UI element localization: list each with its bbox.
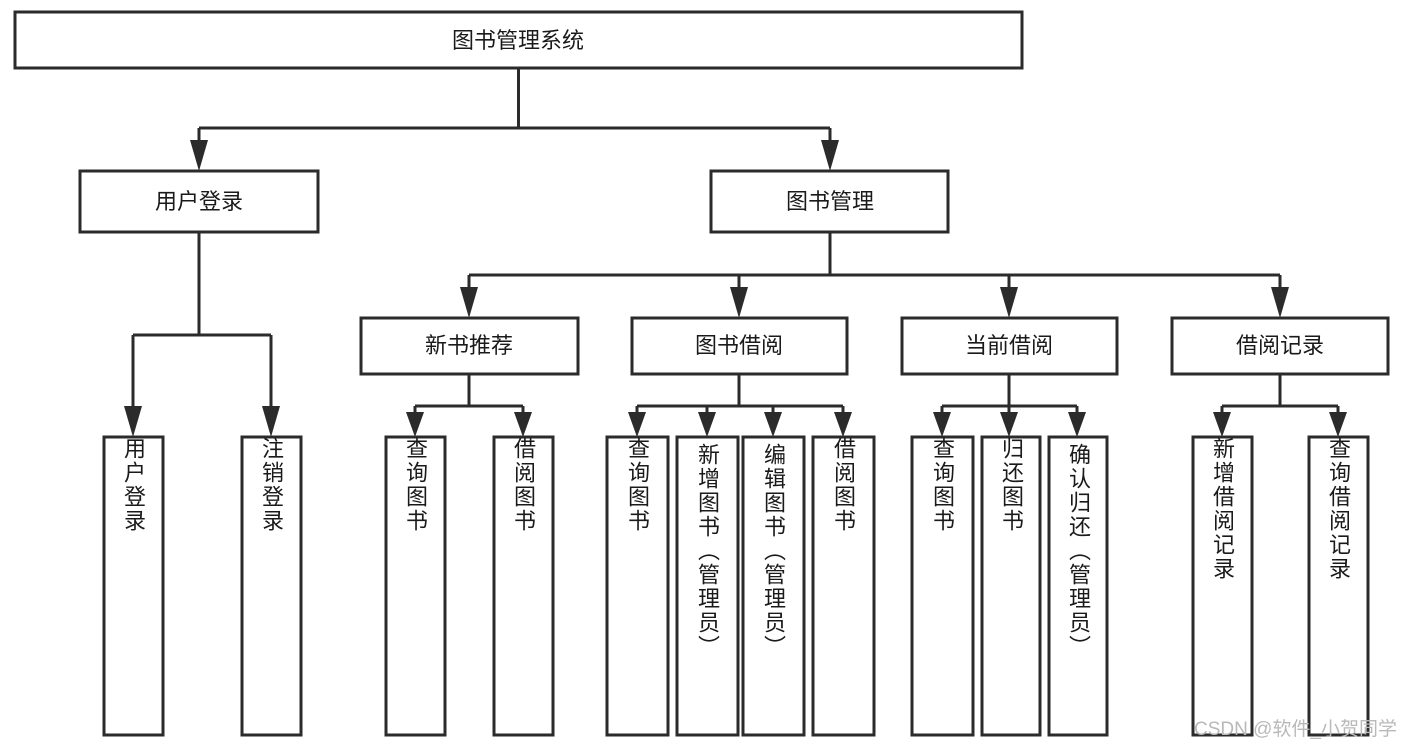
node-label-leaf-br-add-record: 新增借阅记录 <box>1210 437 1235 581</box>
node-box-leaf-br-add-record[interactable] <box>1191 435 1254 737</box>
arrow-head-cb-leaf2 <box>1000 412 1018 437</box>
node-label-new-book-recommend: 新书推荐 <box>425 333 513 358</box>
node-box-leaf-cb-return-book[interactable] <box>980 435 1042 737</box>
node-label-leaf-bb-add-book: 新增图书（管理员） <box>695 443 720 659</box>
node-label-leaf-cb-confirm-return: 确认归还（管理员） <box>1066 443 1091 659</box>
arrow-head-cb-leaf1 <box>933 412 951 437</box>
node-label-book-borrow: 图书借阅 <box>695 333 783 358</box>
node-label-leaf-cb-query-book: 查询图书 <box>930 437 955 533</box>
node-box-leaf-bb-edit-book[interactable] <box>741 435 806 737</box>
node-label-leaf-bb-borrow-book: 借阅图书 <box>831 437 856 533</box>
arrow-head-bb-leaf2 <box>698 412 716 437</box>
node-label-group: 图书管理系统 用户登录 图书管理 新书推荐 图书借阅 当前借阅 借阅记录 <box>155 28 1324 358</box>
node-label-leaf-user-login: 用户登录 <box>121 437 146 533</box>
arrow-head-bb-leaf3 <box>764 412 782 437</box>
node-label-leaf-nbr-borrow-book: 借阅图书 <box>511 437 536 533</box>
node-box-leaf-cb-confirm-return[interactable] <box>1047 435 1109 737</box>
node-label-leaf-logout: 注销登录 <box>259 437 284 533</box>
node-box-leaf-nbr-borrow-book[interactable] <box>492 435 555 737</box>
arrow-head-user-login <box>190 140 208 171</box>
node-label-leaf-cb-return-book: 归还图书 <box>999 437 1024 533</box>
node-box-new-book-recommend[interactable] <box>359 316 580 376</box>
node-label-root: 图书管理系统 <box>452 28 584 53</box>
node-box-borrow-record[interactable] <box>1170 316 1390 376</box>
node-box-root[interactable] <box>13 10 1024 70</box>
arrow-head-br-leaf2 <box>1329 412 1347 437</box>
arrow-head-book-manage <box>821 140 839 171</box>
node-box-leaf-user-login[interactable] <box>102 435 165 737</box>
node-box-leaf-nbr-query-book[interactable] <box>384 435 447 737</box>
arrow-head-nbr-leaf1 <box>406 412 424 437</box>
node-box-group <box>13 10 1390 737</box>
arrow-head-new-book <box>460 287 478 318</box>
node-label-user-login: 用户登录 <box>155 189 243 214</box>
node-label-leaf-bb-query-book: 查询图书 <box>625 437 650 533</box>
connector-group <box>124 68 1347 437</box>
arrow-head-book-borrow <box>730 287 748 318</box>
arrow-head-cb-leaf3 <box>1068 412 1086 437</box>
node-label-book-manage: 图书管理 <box>786 189 874 214</box>
node-label-leaf-br-query-record: 查询借阅记录 <box>1326 437 1351 581</box>
arrow-head-user-leaf2 <box>262 406 280 437</box>
arrow-head-current-borrow <box>1000 287 1018 318</box>
arrow-head-bb-leaf1 <box>628 412 646 437</box>
arrow-head-nbr-leaf2 <box>514 412 532 437</box>
node-label-current-borrow: 当前借阅 <box>965 333 1053 358</box>
arrow-head-br-leaf1 <box>1213 412 1231 437</box>
node-box-user-login[interactable] <box>78 169 320 234</box>
node-box-leaf-br-query-record[interactable] <box>1307 435 1370 737</box>
node-label-leaf-bb-edit-book: 编辑图书（管理员） <box>761 443 786 659</box>
arrow-head-bb-leaf4 <box>834 412 852 437</box>
arrow-head-borrow-record <box>1271 287 1289 318</box>
node-box-leaf-cb-query-book[interactable] <box>910 435 975 737</box>
node-box-leaf-logout[interactable] <box>240 435 303 737</box>
node-box-book-manage[interactable] <box>709 169 950 234</box>
node-box-book-borrow[interactable] <box>630 316 849 376</box>
node-box-leaf-bb-query-book[interactable] <box>605 435 670 737</box>
watermark-label: CSDN @软件_小贺同学 <box>1194 719 1397 740</box>
node-box-leaf-bb-borrow-book[interactable] <box>811 435 876 737</box>
node-box-current-borrow[interactable] <box>900 316 1119 376</box>
node-label-leaf-nbr-query-book: 查询图书 <box>403 437 428 533</box>
node-label-borrow-record: 借阅记录 <box>1236 333 1324 358</box>
arrow-head-user-leaf1 <box>124 406 142 437</box>
node-box-leaf-bb-add-book[interactable] <box>675 435 740 737</box>
